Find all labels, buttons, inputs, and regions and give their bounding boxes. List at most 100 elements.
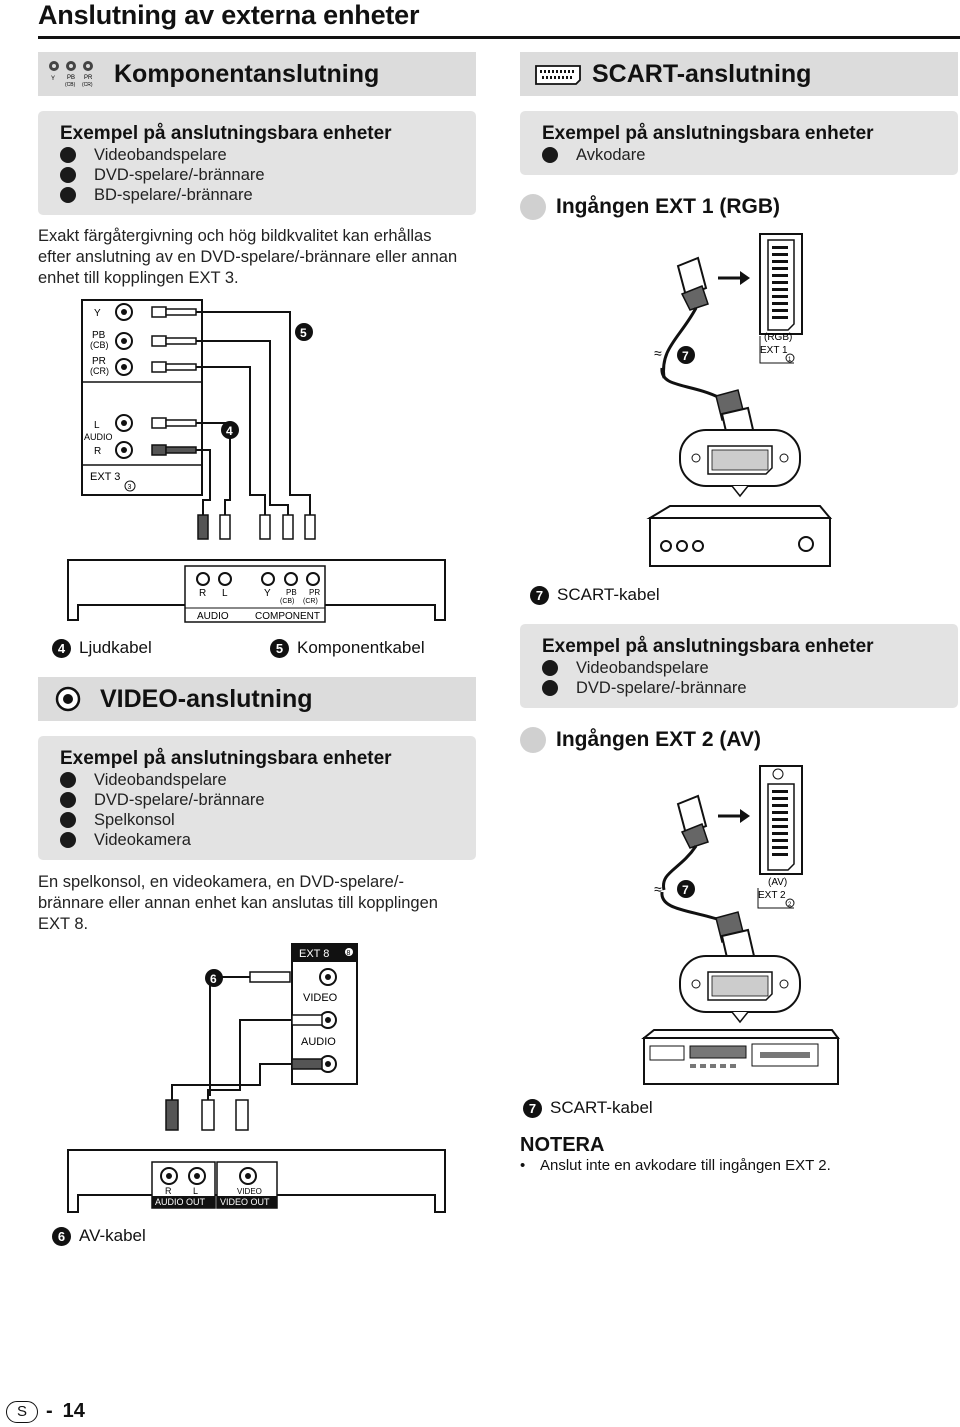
note-heading: NOTERA xyxy=(520,1134,605,1156)
marker-7-icon: 7 xyxy=(530,585,549,605)
video-section-header: VIDEO-anslutning xyxy=(38,677,476,721)
list-item: Videobandspelare xyxy=(60,145,454,165)
marker-7-icon: 7 xyxy=(523,1098,542,1118)
input-ext1-heading: Ingången EXT 1 (RGB) xyxy=(520,194,780,220)
scart-devices-box-1: Exempel på anslutningsbara enheter Avkod… xyxy=(520,111,958,175)
scart-connector-icon xyxy=(535,65,581,85)
marker-6-icon: 6 xyxy=(52,1226,71,1246)
bullet-icon xyxy=(60,772,76,788)
scart-devices-heading-2: Exempel på anslutningsbara enheter xyxy=(542,636,874,657)
tv-label-audio: AUDIO xyxy=(84,432,113,442)
bullet-icon xyxy=(542,147,558,163)
tv-label-ext8: EXT 8 xyxy=(299,948,329,960)
note-bullet: • xyxy=(520,1157,526,1174)
tv-label-pr: PR xyxy=(92,356,106,367)
ext2-label-num: 2 xyxy=(788,902,792,908)
list-item: DVD-spelare/-brännare xyxy=(60,165,454,185)
player-label-y: Y xyxy=(264,588,271,599)
icon-label-pb: PB xyxy=(67,75,75,81)
bullet-icon xyxy=(60,167,76,183)
marker-6 xyxy=(205,969,223,987)
player-label-pr: PR xyxy=(309,588,320,597)
list-item: DVD-spelare/-brännare xyxy=(60,790,454,810)
marker-5 xyxy=(295,323,313,341)
tv-label-pb: PB xyxy=(92,330,106,341)
svg-text:5: 5 xyxy=(300,326,307,340)
component-devices-box: Exempel på anslutningsbara enheter Video… xyxy=(38,111,476,215)
icon-label-cr: (CR) xyxy=(82,82,93,88)
bullet-icon xyxy=(60,187,76,203)
component-section-header: Y PB (CB) PR (CR) Komponentanslutning xyxy=(38,52,476,96)
icon-label-pr: PR xyxy=(84,75,93,81)
tv-label-ext3-num: 3 xyxy=(128,484,132,491)
tv-label-audio: AUDIO xyxy=(301,1036,336,1048)
bullet-icon xyxy=(60,792,76,808)
cable-break-top: ≈ xyxy=(654,345,662,361)
title-rule xyxy=(38,36,960,39)
tv-label-ext8-num: 8 xyxy=(347,950,351,957)
svg-text:7: 7 xyxy=(682,883,689,897)
video-connection-diagram: EXT 8 8 VIDEO L AUDIO R 6 R L VIDEO AUDI… xyxy=(67,943,446,1213)
tv-label-cb: (CB) xyxy=(90,340,109,350)
marker-7b xyxy=(677,880,695,898)
cables xyxy=(196,311,311,515)
marker-4-icon: 4 xyxy=(52,638,71,658)
player-label-video: VIDEO xyxy=(237,1187,262,1196)
svg-text:4: 4 xyxy=(226,424,233,438)
video-section-title: VIDEO-anslutning xyxy=(100,684,313,713)
bullet-icon xyxy=(60,832,76,848)
marker-4 xyxy=(221,421,239,439)
player-label-l: L xyxy=(222,588,228,599)
page-title: Anslutning av externa enheter xyxy=(38,0,420,30)
icon-label-cb: (CB) xyxy=(65,82,76,88)
player-label-component: COMPONENT xyxy=(255,611,320,622)
video-jack-icon xyxy=(55,686,81,712)
ext1-label-ext: EXT 1 xyxy=(760,345,788,356)
player-label-cr: (CR) xyxy=(303,598,318,605)
ext1-label-rgb: (RGB) xyxy=(764,332,792,343)
player-label-r: R xyxy=(165,1186,172,1196)
scart-ext1-diagram: (RGB) EXT 1 1 ≈ 7 xyxy=(646,233,833,567)
player-side-plugs xyxy=(197,514,316,540)
list-item: Avkodare xyxy=(542,145,936,165)
list-item: BD-spelare/-brännare xyxy=(60,185,454,205)
input-ext2-heading: Ingången EXT 2 (AV) xyxy=(520,727,761,753)
tv-jacks xyxy=(115,303,133,459)
tv-label-r: R xyxy=(94,446,101,457)
player-label-l: L xyxy=(193,1186,198,1196)
tv-label-ext3: EXT 3 xyxy=(90,471,120,483)
page-language-badge: S xyxy=(6,1400,38,1423)
input-ext1-marker xyxy=(520,194,546,220)
component-jacks-icon: Y PB (CB) PR (CR) xyxy=(49,61,93,88)
scart-ext2-diagram: (AV) EXT 2 2 ≈ 7 xyxy=(641,765,840,1085)
list-item: Spelkonsol xyxy=(60,810,454,830)
svg-text:6: 6 xyxy=(210,972,217,986)
component-devices-heading: Exempel på anslutningsbara enheter xyxy=(60,123,392,144)
cable-break-bottom: ≈ xyxy=(654,881,662,897)
note-text: Anslut inte en avkodare till ingången EX… xyxy=(540,1157,831,1174)
svg-text:7: 7 xyxy=(682,349,689,363)
video-paragraph: En spelkonsol, en videokamera, en DVD-sp… xyxy=(38,873,438,933)
marker-7a xyxy=(677,346,695,364)
ext2-label-ext: EXT 2 xyxy=(758,890,786,901)
bullet-icon xyxy=(60,147,76,163)
list-item: Videobandspelare xyxy=(542,658,936,678)
bullet-icon xyxy=(542,660,558,676)
marker-5-icon: 5 xyxy=(270,638,289,658)
list-item: Videobandspelare xyxy=(60,770,454,790)
tv-panel-ext3 xyxy=(81,299,203,496)
player-label-audio: AUDIO xyxy=(197,611,229,622)
scart-devices-heading-1: Exempel på anslutningsbara enheter xyxy=(542,123,874,144)
ext2-label-av: (AV) xyxy=(768,877,787,888)
player-label-audio-out: AUDIO OUT xyxy=(155,1197,206,1207)
page-number: S - 14 xyxy=(6,1400,85,1423)
player-label-video-out: VIDEO OUT xyxy=(220,1197,270,1207)
component-paragraph: Exakt färgåtergivning och hög bildkvalit… xyxy=(38,227,458,287)
list-item: DVD-spelare/-brännare xyxy=(542,678,936,698)
player-label-pb: PB xyxy=(286,588,297,597)
